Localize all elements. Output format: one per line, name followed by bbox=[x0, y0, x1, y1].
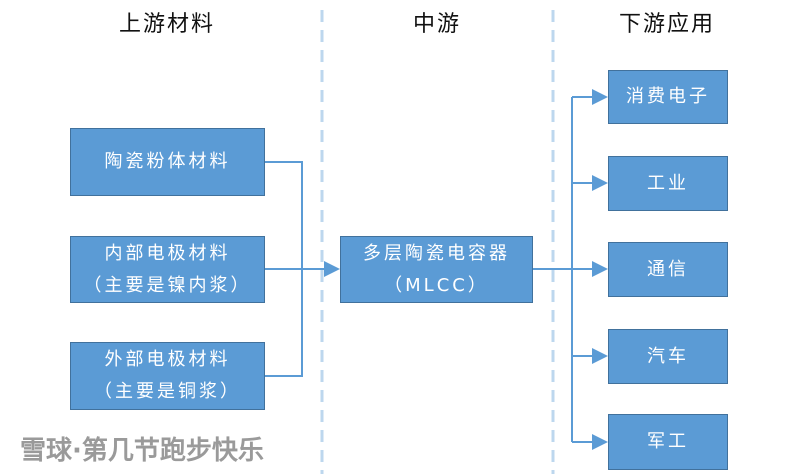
downstream-box-industrial: 工业 bbox=[608, 156, 728, 211]
box-label: 陶瓷粉体材料 bbox=[104, 151, 231, 172]
header-midstream: 中游 bbox=[412, 12, 462, 37]
box-label: 汽车 bbox=[647, 345, 689, 367]
box-label: 工业 bbox=[647, 172, 689, 194]
box-label: 军工 bbox=[647, 431, 689, 452]
box-label: 消费电子 bbox=[626, 86, 710, 107]
upstream-box-ceramic-powder: 陶瓷粉体材料 bbox=[70, 128, 265, 196]
header-upstream: 上游材料 bbox=[118, 12, 216, 37]
header-downstream: 下游应用 bbox=[618, 12, 716, 37]
box-label: 内部电极材料 bbox=[104, 242, 231, 264]
downstream-box-consumer-electronics: 消费电子 bbox=[608, 70, 728, 124]
box-label: 多层陶瓷电容器 bbox=[363, 242, 510, 264]
watermark: 雪球·第几节跑步快乐 bbox=[20, 436, 264, 466]
box-sublabel: （主要是铜浆） bbox=[94, 381, 241, 402]
downstream-box-automotive: 汽车 bbox=[608, 329, 728, 384]
upstream-box-outer-electrode: 外部电极材料 （主要是铜浆） bbox=[70, 342, 265, 410]
box-label: 通信 bbox=[647, 258, 689, 280]
upstream-box-inner-electrode: 内部电极材料 （主要是镍内浆） bbox=[70, 236, 265, 303]
box-label: 外部电极材料 bbox=[104, 349, 231, 370]
box-sublabel: （MLCC） bbox=[384, 274, 489, 296]
downstream-box-telecom: 通信 bbox=[608, 242, 728, 297]
box-sublabel: （主要是镍内浆） bbox=[83, 274, 252, 296]
downstream-box-military: 军工 bbox=[608, 414, 728, 470]
midstream-box-mlcc: 多层陶瓷电容器 （MLCC） bbox=[340, 236, 533, 303]
